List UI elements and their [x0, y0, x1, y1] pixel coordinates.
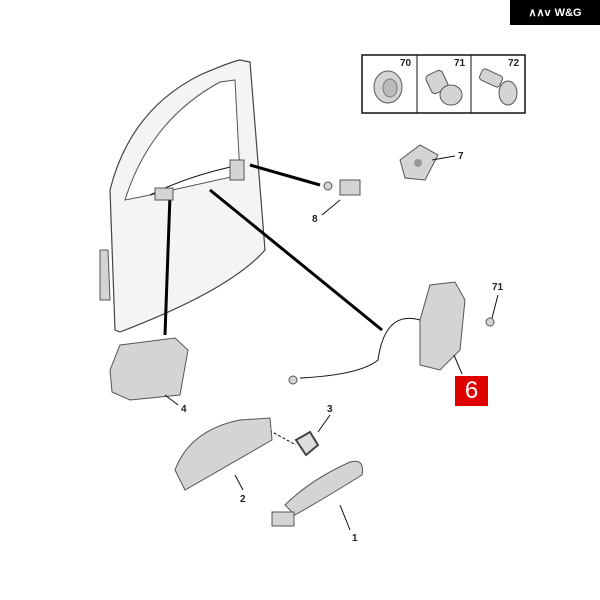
inset-label-71: 71	[454, 58, 466, 69]
callout-2: 2	[240, 494, 246, 505]
part-1-outer-handle	[284, 460, 363, 516]
brand-logo: ∧∧v W&G	[510, 0, 600, 25]
logo-mark: ∧∧v	[528, 7, 551, 19]
part-2-handle-bracket	[174, 417, 273, 491]
fastener-inset: 70 71 72	[361, 54, 526, 114]
callout-7: 7	[458, 151, 464, 162]
part-3-gasket	[294, 430, 320, 457]
logo-text: W&G	[554, 6, 582, 19]
part-6-lock	[419, 281, 466, 371]
door-panel	[99, 59, 266, 333]
callout-71: 71	[492, 282, 504, 293]
highlighted-callout-6: 6	[455, 376, 488, 406]
inset-label-70: 70	[400, 58, 412, 69]
inset-label-72: 72	[508, 58, 520, 69]
callout-8: 8	[312, 214, 318, 225]
callout-4: 4	[181, 404, 187, 415]
part-4-inner-handle	[109, 337, 189, 401]
callout-1: 1	[352, 533, 358, 544]
part-8-bracket	[339, 179, 361, 196]
screw-72	[478, 68, 504, 88]
callout-3: 3	[327, 404, 333, 415]
